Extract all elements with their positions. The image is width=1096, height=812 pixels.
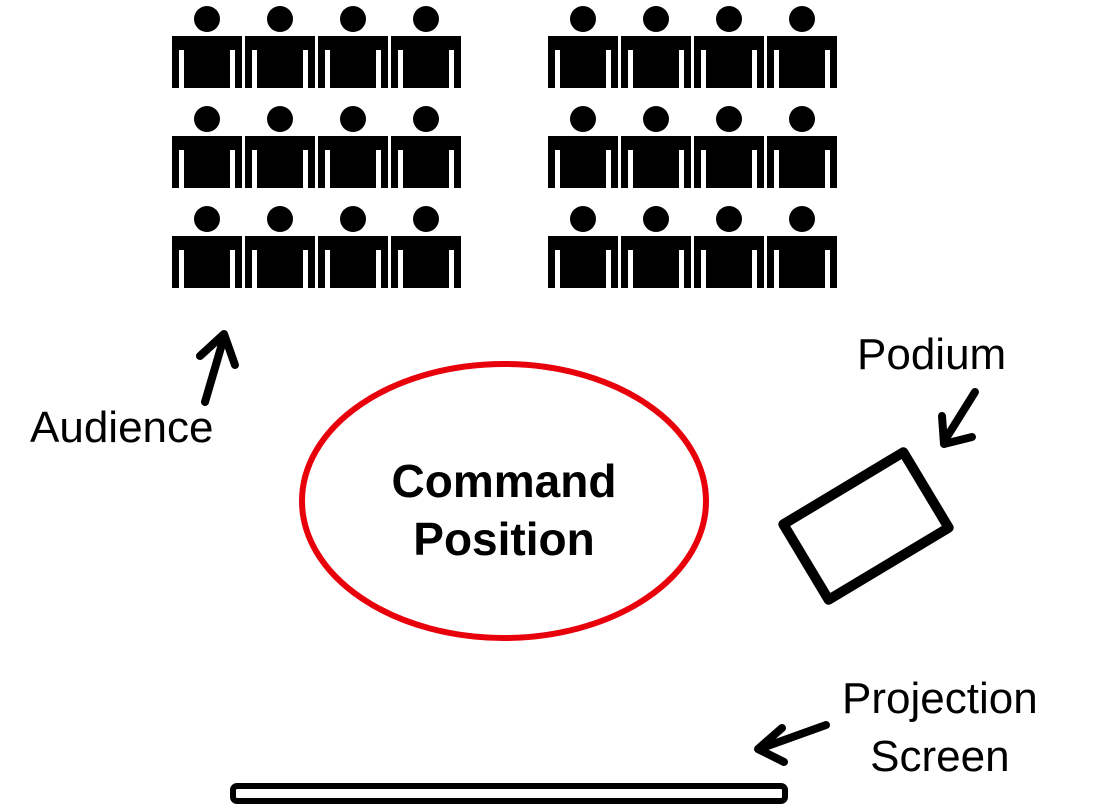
- person-icon: [318, 206, 388, 288]
- projection-screen-icon: [230, 783, 788, 804]
- command-label-line1: Command: [391, 455, 617, 507]
- person-icon: [621, 6, 691, 88]
- audience-block: [548, 6, 837, 288]
- command-position-label: Command Position: [304, 452, 704, 568]
- podium-icon: [778, 447, 954, 605]
- audience-arrow-icon: [196, 330, 239, 406]
- person-icon: [391, 206, 461, 288]
- person-icon: [172, 106, 242, 188]
- audience-label: Audience: [30, 403, 214, 452]
- person-icon: [621, 106, 691, 188]
- projection-arrow-icon: [754, 721, 830, 766]
- person-icon: [767, 206, 837, 288]
- person-icon: [694, 106, 764, 188]
- command-position-outline: [299, 361, 709, 641]
- person-icon: [767, 6, 837, 88]
- audience-seating: [172, 6, 837, 288]
- audience-block: [172, 6, 461, 288]
- command-label-line2: Position: [413, 513, 595, 565]
- person-icon: [767, 106, 837, 188]
- podium-arrow-icon: [938, 388, 979, 448]
- person-icon: [318, 106, 388, 188]
- person-icon: [318, 6, 388, 88]
- person-icon: [245, 206, 315, 288]
- projection-screen-label: Projection Screen: [842, 670, 1038, 786]
- person-icon: [172, 6, 242, 88]
- person-icon: [245, 106, 315, 188]
- person-icon: [548, 106, 618, 188]
- person-icon: [548, 6, 618, 88]
- person-icon: [548, 206, 618, 288]
- person-icon: [694, 6, 764, 88]
- podium-label: Podium: [857, 330, 1007, 379]
- person-icon: [172, 206, 242, 288]
- person-icon: [245, 6, 315, 88]
- person-icon: [694, 206, 764, 288]
- person-icon: [391, 106, 461, 188]
- person-icon: [391, 6, 461, 88]
- projection-label-line2: Screen: [870, 732, 1010, 781]
- projection-label-line1: Projection: [842, 674, 1038, 723]
- person-icon: [621, 206, 691, 288]
